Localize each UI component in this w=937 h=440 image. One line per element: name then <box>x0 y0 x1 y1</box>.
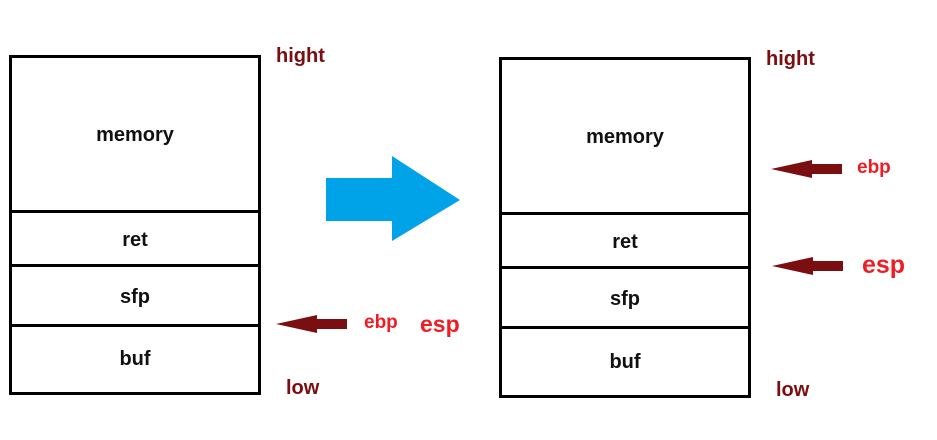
right-esp-label: esp <box>862 251 906 279</box>
left-high-label: hight <box>276 45 325 67</box>
right-stack-cell-memory: memory <box>502 60 748 215</box>
right-esp-pointer-arrow-icon <box>772 257 843 275</box>
right-stack-cell-sfp: sfp <box>502 266 748 329</box>
left-ebp-esp-pointer-arrow-icon <box>276 315 347 333</box>
left-ret-label: ret <box>122 228 148 251</box>
right-high-label: hight <box>766 48 815 70</box>
left-stack-frame: memory ret sfp buf <box>9 55 261 395</box>
left-sfp-label: sfp <box>120 285 150 308</box>
left-stack-cell-memory: memory <box>12 58 258 213</box>
right-stack-frame: memory ret sfp buf <box>499 57 751 398</box>
left-stack-cell-buf: buf <box>12 324 258 392</box>
right-sfp-label: sfp <box>610 287 640 310</box>
left-stack-cell-sfp: sfp <box>12 264 258 327</box>
left-buf-label: buf <box>119 348 151 370</box>
left-stack-cell-ret: ret <box>12 210 258 267</box>
right-stack-cell-ret: ret <box>502 212 748 269</box>
right-ebp-label: ebp <box>857 157 891 178</box>
right-memory-label: memory <box>586 126 664 148</box>
left-low-label: low <box>286 377 320 399</box>
right-ret-label: ret <box>612 230 638 253</box>
right-low-label: low <box>776 379 810 401</box>
left-ebp-label: ebp <box>364 312 398 333</box>
right-stack-cell-buf: buf <box>502 326 748 395</box>
left-memory-label: memory <box>96 124 174 146</box>
left-esp-label: esp <box>420 311 460 337</box>
right-buf-label: buf <box>609 350 641 373</box>
right-arrow-icon <box>326 156 460 241</box>
right-ebp-pointer-arrow-icon <box>771 160 842 178</box>
